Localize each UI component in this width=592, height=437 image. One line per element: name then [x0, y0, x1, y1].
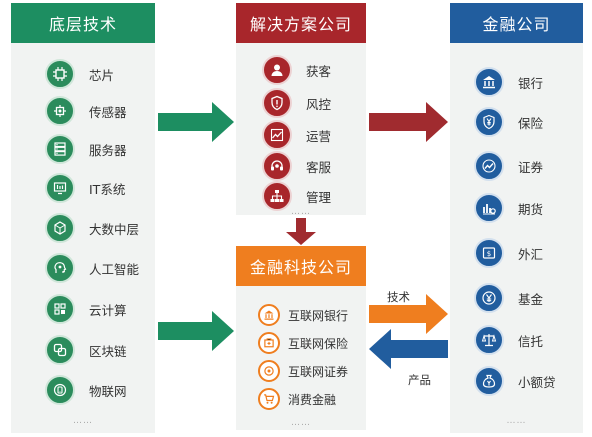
yen-coin-icon — [474, 283, 504, 313]
finance-item-label: 小额贷 — [518, 374, 556, 390]
sensor-icon — [45, 96, 75, 126]
fintech-item-label: 互联网证券 — [288, 364, 349, 379]
solution-item-label: 获客 — [306, 63, 332, 79]
solution-item-operation: 运营 — [262, 120, 331, 150]
finance-item-label: 保险 — [518, 115, 544, 131]
yen-shield-icon — [474, 107, 504, 137]
tech-item-it-system: IT系统 — [45, 173, 125, 203]
finance-column-header: 金融公司 — [450, 3, 583, 43]
server-icon — [45, 134, 75, 164]
fintech-item-internet-securities: 互联网证券 — [258, 360, 348, 382]
chart-line-icon — [474, 151, 504, 181]
fintech-item-internet-bank: 互联网银行 — [258, 304, 348, 326]
finance-item-label: 外汇 — [518, 246, 544, 262]
flow-label-technology: 技术 — [387, 290, 410, 304]
headset-icon — [262, 151, 292, 181]
finance-item-securities: 证券 — [474, 151, 543, 181]
fintech-item-label: 消费金融 — [288, 392, 337, 407]
securities-icon — [258, 360, 280, 382]
flow-label-products: 产品 — [408, 373, 431, 387]
finance-item-label: 银行 — [518, 75, 544, 91]
scale-icon — [474, 325, 504, 355]
tech-item-iot: 物联网 — [45, 375, 127, 405]
tech-item-label: 传感器 — [89, 104, 127, 120]
finance-item-label: 期货 — [518, 201, 544, 217]
finance-item-forex: $ 外汇 — [474, 238, 543, 268]
finance-item-trust: 信托 — [474, 325, 543, 355]
fintech-more-indicator: …… — [291, 418, 311, 428]
solutions-more-indicator: …… — [291, 207, 311, 217]
solution-item-label: 运营 — [306, 128, 332, 144]
insurance-icon — [258, 332, 280, 354]
tech-item-cloud: 云计算 — [45, 294, 127, 324]
finance-item-label: 基金 — [518, 291, 544, 307]
fintech-column: 金融科技公司 互联网银行 互联网保险 互联网证券 消费金融 …… — [236, 246, 366, 430]
bar-chart-icon — [474, 193, 504, 223]
tech-more-indicator: …… — [73, 416, 93, 426]
finance-item-label: 信托 — [518, 333, 544, 349]
arrow-finance-to-fintech — [369, 329, 448, 369]
user-icon — [262, 55, 292, 85]
tech-column: 底层技术 芯片 传感器 服务器 IT系统 大数中层 人工智能 — [11, 3, 155, 433]
finance-more-indicator: …… — [506, 416, 527, 426]
solution-item-label: 客服 — [306, 159, 332, 175]
tech-item-label: 区块链 — [89, 343, 127, 359]
solutions-column: 解决方案公司 获客 风控 运营 客服 管理 …… — [236, 3, 366, 217]
trend-chart-icon — [262, 120, 292, 150]
finance-item-futures: 期货 — [474, 193, 543, 223]
bank-icon — [258, 304, 280, 326]
solution-item-label: 风控 — [306, 96, 332, 112]
arrow-tech-to-fintech — [158, 311, 234, 351]
finance-column: 金融公司 银行 保险 证券 期货 $ 外汇 基金 — [450, 3, 583, 433]
tech-item-sensor: 传感器 — [45, 96, 127, 126]
fintech-item-consumer-finance: 消费金融 — [258, 388, 336, 410]
blockchain-icon — [45, 335, 75, 365]
finance-item-label: 证券 — [518, 159, 544, 175]
money-bag-icon — [474, 366, 504, 396]
solution-item-acquisition: 获客 — [262, 55, 331, 85]
fintech-column-header: 金融科技公司 — [236, 246, 366, 286]
iot-icon — [45, 375, 75, 405]
tech-item-label: 物联网 — [89, 383, 127, 399]
tech-item-label: 服务器 — [89, 142, 127, 158]
fintech-item-internet-insurance: 互联网保险 — [258, 332, 348, 354]
tech-item-server: 服务器 — [45, 134, 127, 164]
tech-item-label: 云计算 — [89, 302, 127, 318]
shield-icon — [262, 88, 292, 118]
tech-item-data-platform: 大数中层 — [45, 213, 139, 243]
it-system-icon — [45, 173, 75, 203]
solution-item-customer-service: 客服 — [262, 151, 331, 181]
cart-icon — [258, 388, 280, 410]
solution-item-label: 管理 — [306, 189, 332, 205]
chip-icon — [45, 59, 75, 89]
tech-item-label: 大数中层 — [89, 221, 140, 237]
bank-icon — [474, 67, 504, 97]
tech-item-chip: 芯片 — [45, 59, 114, 89]
finance-item-fund: 基金 — [474, 283, 543, 313]
data-platform-icon — [45, 213, 75, 243]
solution-item-management: 管理 — [262, 181, 331, 211]
exchange-icon: $ — [474, 238, 504, 268]
finance-item-bank: 银行 — [474, 67, 543, 97]
arrow-solutions-to-fintech — [286, 218, 316, 245]
fintech-item-label: 互联网银行 — [288, 308, 349, 323]
solutions-column-header: 解决方案公司 — [236, 3, 366, 43]
fintech-item-label: 互联网保险 — [288, 336, 349, 351]
org-chart-icon — [262, 181, 292, 211]
cloud-computing-icon — [45, 294, 75, 324]
finance-item-microloan: 小额贷 — [474, 366, 556, 396]
svg-text:$: $ — [487, 250, 491, 258]
arrow-solutions-to-finance — [369, 102, 448, 142]
tech-column-header: 底层技术 — [11, 3, 155, 43]
tech-item-ai: 人工智能 — [45, 253, 139, 283]
tech-item-label: 人工智能 — [89, 261, 140, 277]
tech-item-label: 芯片 — [89, 67, 115, 83]
tech-item-label: IT系统 — [89, 181, 126, 197]
solution-item-risk-control: 风控 — [262, 88, 331, 118]
finance-item-insurance: 保险 — [474, 107, 543, 137]
arrow-tech-to-solutions — [158, 102, 234, 142]
tech-item-blockchain: 区块链 — [45, 335, 127, 365]
ai-head-icon — [45, 253, 75, 283]
